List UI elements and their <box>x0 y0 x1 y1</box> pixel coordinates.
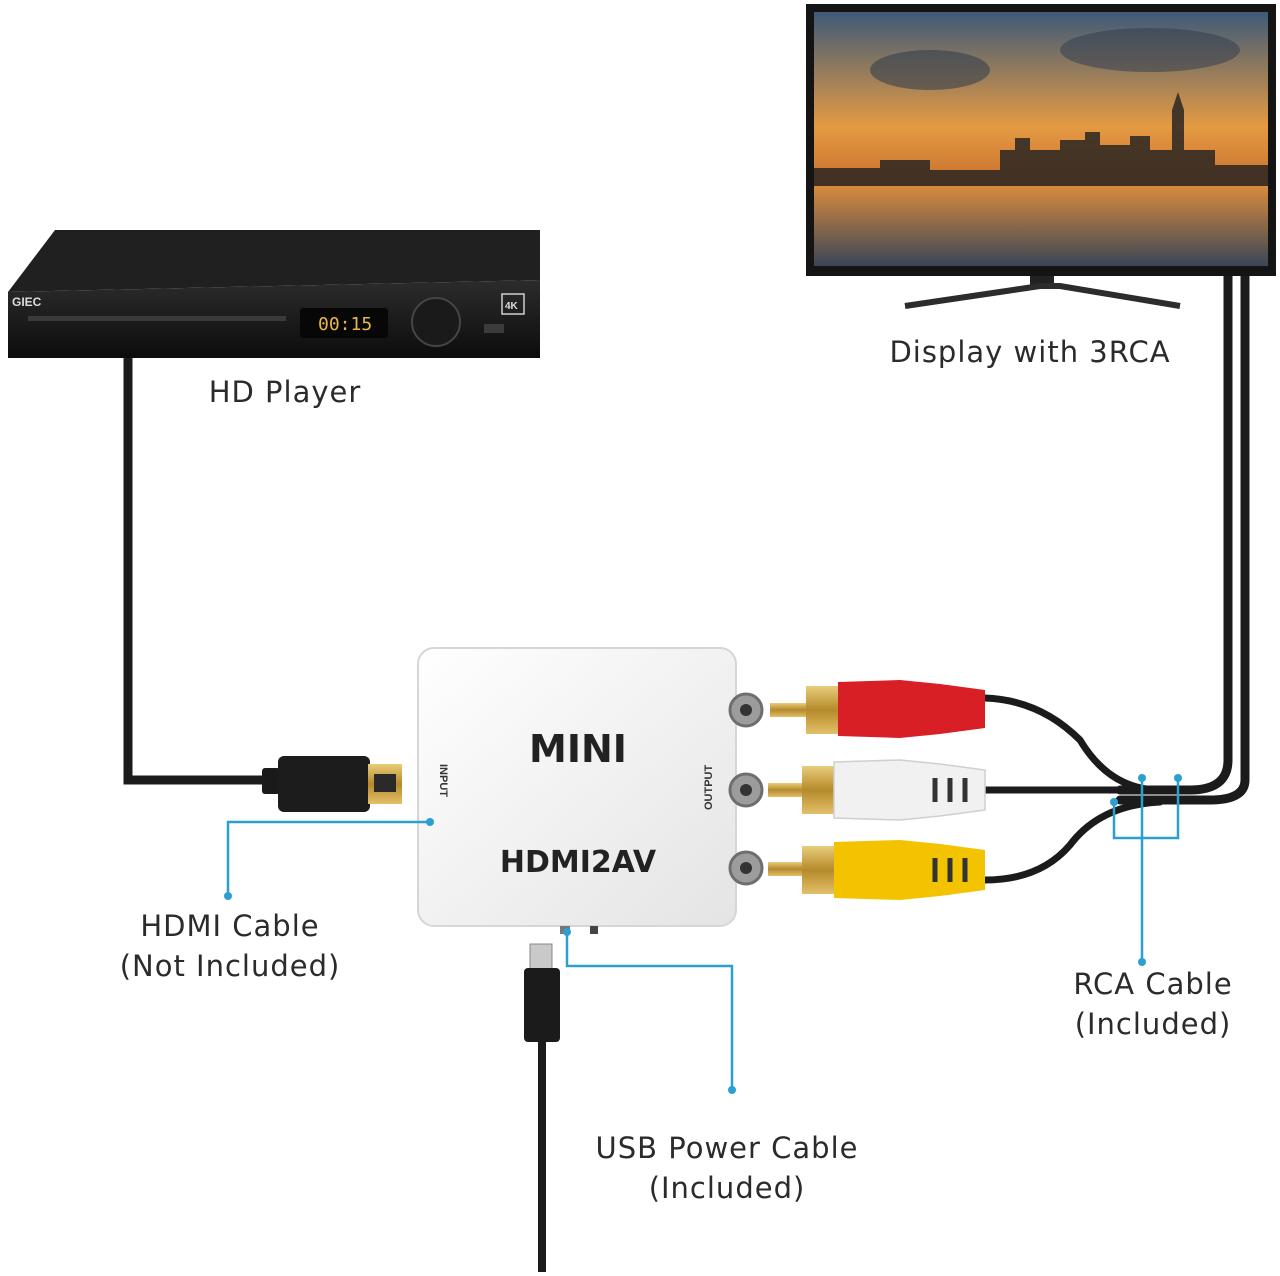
rca-cable-label: RCA Cable (Included) <box>1040 964 1266 1044</box>
hd-player-label: HD Player <box>190 372 380 412</box>
rca-cable-bundle <box>981 265 1250 884</box>
player-usb-port <box>484 324 504 333</box>
hdmi2av-converter: MINI HDMI2AV INPUT OUTPUT <box>417 647 764 934</box>
hd-player: 00:15 GIEC 4K <box>8 230 540 358</box>
hdmi-cable-label-line1: HDMI Cable <box>140 909 320 943</box>
hdmi-connector <box>262 756 402 812</box>
television <box>806 4 1276 309</box>
usb-cable-label-line1: USB Power Cable <box>595 1131 859 1165</box>
rca-output-jacks <box>728 692 764 886</box>
rca-cable-label-line2: (Included) <box>1074 1007 1232 1041</box>
player-control-knob <box>411 297 461 347</box>
rca-plug-red <box>770 680 985 738</box>
usb-cable-label: USB Power Cable (Included) <box>572 1128 882 1208</box>
rca-cable-label-line1: RCA Cable <box>1073 967 1233 1001</box>
hd-player-label-text: HD Player <box>208 375 362 409</box>
output-port-label: OUTPUT <box>703 765 715 811</box>
player-brand: GIEC <box>12 295 42 309</box>
tv-stand <box>904 283 1181 309</box>
callout-dots <box>224 774 1182 1094</box>
callout-lines <box>226 778 1180 1090</box>
player-4k-badge: 4K <box>505 301 519 312</box>
usb-cable-label-line2: (Included) <box>648 1171 806 1205</box>
display-label-text: Display with 3RCA <box>889 335 1171 369</box>
player-display-readout: 00:15 <box>318 314 372 335</box>
display-label: Display with 3RCA <box>860 332 1200 372</box>
rca-plug-white <box>768 759 986 821</box>
hdmi-cable-label-line2: (Not Included) <box>119 949 341 983</box>
hdmi-cable-label: HDMI Cable (Not Included) <box>100 906 360 986</box>
converter-brand: MINI <box>529 727 627 771</box>
hdmi-cable <box>123 345 275 785</box>
converter-model: HDMI2AV <box>500 845 657 880</box>
input-port-label: INPUT <box>437 764 449 797</box>
rca-plug-yellow <box>768 840 985 900</box>
city-skyline <box>814 92 1268 186</box>
micro-usb-plug <box>524 943 560 1042</box>
